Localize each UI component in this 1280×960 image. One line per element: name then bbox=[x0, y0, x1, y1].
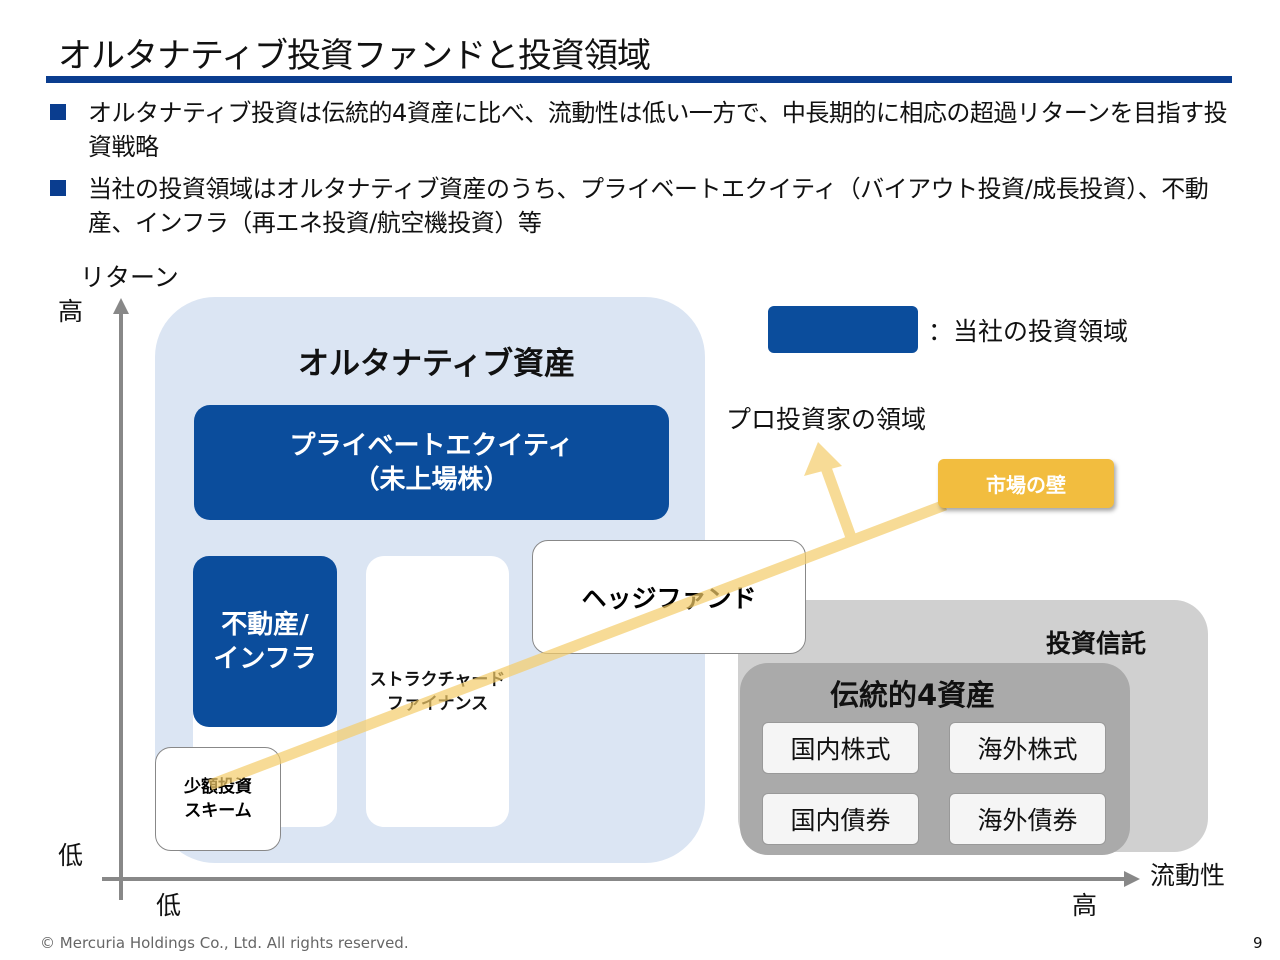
bullet-1: オルタナティブ投資は伝統的4資産に比べ、流動性は低い一方で、中長期的に相応の超過… bbox=[48, 96, 1228, 164]
x-axis-high: 高 bbox=[1072, 891, 1098, 920]
pe-sublabel: （未上場株） bbox=[353, 464, 510, 495]
copyright: © Mercuria Holdings Co., Ltd. All rights… bbox=[40, 934, 409, 952]
market-wall-box: 市場の壁 bbox=[938, 459, 1114, 508]
x-axis-low: 低 bbox=[156, 891, 182, 920]
investment-trust-title: 投資信託 bbox=[1046, 629, 1147, 658]
bullet-2: 当社の投資領域はオルタナティブ資産のうち、プライベートエクイティ（バイアウト投資… bbox=[48, 172, 1228, 240]
private-equity-box: プライベートエクイティ（未上場株） bbox=[194, 405, 669, 520]
hedge-fund-box: ヘッジファンド bbox=[532, 540, 806, 654]
cell-domestic-bonds: 国内債券 bbox=[762, 793, 919, 845]
y-axis-high: 高 bbox=[58, 297, 84, 326]
y-axis-low: 低 bbox=[58, 841, 84, 870]
traditional-assets-title: 伝統的4資産 bbox=[830, 678, 996, 712]
title-divider bbox=[46, 76, 1232, 83]
cell-domestic-stocks: 国内株式 bbox=[762, 722, 919, 774]
bullet-text: オルタナティブ投資は伝統的4資産に比べ、流動性は低い一方で、中長期的に相応の超過… bbox=[88, 99, 1228, 161]
cell-foreign-bonds: 海外債券 bbox=[949, 793, 1106, 845]
legend-swatch bbox=[768, 306, 918, 353]
pe-label: プライベートエクイティ bbox=[289, 430, 574, 461]
re-label: 不動産/ bbox=[221, 609, 309, 640]
page-number: 9 bbox=[1253, 934, 1263, 952]
x-axis-label: 流動性 bbox=[1150, 861, 1226, 890]
bullet-square-icon bbox=[50, 104, 66, 120]
alternative-assets-title: オルタナティブ資産 bbox=[298, 346, 576, 382]
bullet-square-icon bbox=[50, 180, 66, 196]
cell-foreign-stocks: 海外株式 bbox=[949, 722, 1106, 774]
infra-label: インフラ bbox=[213, 643, 317, 674]
bullet-text: 当社の投資領域はオルタナティブ資産のうち、プライベートエクイティ（バイアウト投資… bbox=[88, 175, 1209, 237]
small-sublabel: スキーム bbox=[184, 801, 252, 821]
real-estate-infra-box: 不動産/インフラ bbox=[193, 556, 337, 727]
y-axis-label: リターン bbox=[80, 263, 179, 292]
page-title: オルタナティブ投資ファンドと投資領域 bbox=[58, 36, 651, 76]
pro-investor-label: プロ投資家の領域 bbox=[726, 405, 927, 434]
legend-label: ：当社の投資領域 bbox=[928, 317, 1129, 346]
